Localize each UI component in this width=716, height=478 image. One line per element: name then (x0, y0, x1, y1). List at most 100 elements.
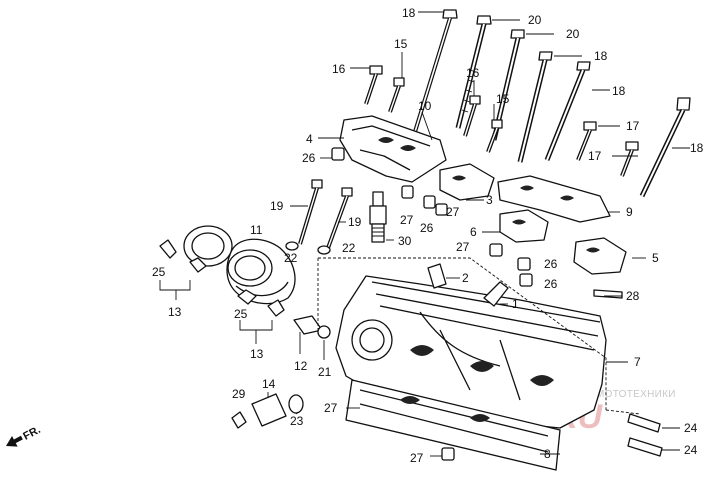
callout-20-b: 20 (566, 27, 580, 41)
callout-23: 23 (290, 414, 304, 428)
callout-28: 28 (626, 289, 640, 303)
camshaft-holders (339, 115, 627, 275)
bolt-29 (231, 411, 247, 429)
bolt-20-b-head (510, 29, 525, 39)
dowel-26-b (423, 195, 436, 209)
intake-insulator-11 (226, 238, 296, 305)
bolt-16-b-head (469, 95, 481, 105)
callout-8: 8 (544, 447, 551, 461)
small-parts (231, 289, 663, 457)
callout-14: 14 (262, 377, 276, 391)
callout-25-a: 25 (152, 265, 166, 279)
camshaft-holder-6 (499, 209, 549, 243)
callout-30: 30 (398, 234, 412, 248)
spark-plug-terminal (372, 191, 384, 207)
callout-17-a: 17 (626, 119, 640, 133)
bolt-18-head (442, 9, 458, 19)
front-direction-label: FR. (21, 424, 42, 443)
callout-27-e: 27 (410, 451, 424, 465)
callout-26-a: 26 (302, 151, 316, 165)
bolt-18-b-head (538, 51, 553, 61)
intake-insulator (159, 225, 296, 317)
callout-26-b: 26 (420, 221, 434, 235)
joint-14 (251, 393, 287, 427)
callout-22-a: 22 (342, 241, 356, 255)
camshaft-holder-4 (339, 115, 447, 183)
callout-20-a: 20 (528, 13, 542, 27)
intake-port (351, 319, 393, 361)
head-gasket (345, 379, 561, 471)
bolt-18-d-head (676, 97, 691, 111)
dowel-27-a (401, 185, 414, 199)
callout-18-c: 18 (612, 84, 626, 98)
callout-16-b: 16 (466, 66, 480, 80)
clamp-screw-25-b (267, 299, 285, 317)
assembly-dashed-lines (317, 257, 641, 415)
spark-plug-thread (371, 223, 385, 243)
bolt-17-b-head (625, 141, 639, 151)
seal-2 (427, 263, 447, 289)
callout-27-a: 27 (400, 213, 414, 227)
front-direction-marker: FR. (6, 424, 43, 447)
callout-4: 4 (306, 132, 313, 146)
bolt-20-a-head (476, 15, 492, 25)
callout-3: 3 (486, 193, 493, 207)
callout-24-a: 24 (684, 421, 698, 435)
callout-labels: 18 20 20 18 18 18 15 16 16 15 10 17 17 4… (152, 6, 704, 465)
callout-15-b: 15 (496, 92, 510, 106)
bolt-16-a-head (369, 65, 383, 75)
dowel-27-e (441, 447, 455, 461)
callout-18-d: 18 (690, 141, 704, 155)
callout-27-c: 27 (456, 240, 470, 254)
washer-21 (317, 325, 331, 339)
stud-19-a-head (311, 179, 323, 189)
callout-17-b: 17 (588, 149, 602, 163)
callout-19-a: 19 (270, 199, 284, 213)
callout-24-b: 24 (684, 443, 698, 457)
callout-16-a: 16 (332, 62, 346, 76)
callout-2: 2 (462, 271, 469, 285)
callout-21: 21 (318, 365, 332, 379)
callout-7: 7 (634, 355, 641, 369)
bolt-15-b-head (491, 119, 503, 129)
callout-13-a: 13 (168, 305, 182, 319)
callout-22-b: 22 (284, 251, 298, 265)
callout-18-a: 18 (402, 6, 416, 20)
valve-guide-1 (483, 281, 509, 307)
callout-18-b: 18 (594, 49, 608, 63)
camshaft-holder-3 (439, 163, 495, 201)
callout-29: 29 (232, 387, 246, 401)
front-arrow-icon (6, 435, 23, 447)
stud-19-b-head (341, 187, 353, 197)
bolt-15-a-head (393, 77, 405, 87)
bolt-17-a-head (583, 121, 597, 131)
callout-10: 10 (418, 99, 432, 113)
callout-6: 6 (470, 225, 477, 239)
callout-25-b: 25 (234, 307, 248, 321)
callout-1: 1 (512, 297, 519, 311)
callout-27-b: 27 (446, 205, 460, 219)
leader-lines (159, 11, 690, 457)
spark-plug-insulator (369, 205, 387, 225)
dowel-26-a (331, 147, 345, 161)
callout-27-d: 27 (324, 401, 338, 415)
callout-19-b: 19 (348, 215, 362, 229)
cylinder-head-body (335, 275, 607, 429)
clamp-band-25-a (183, 225, 233, 267)
long-bolts (408, 9, 691, 198)
callout-11: 11 (250, 223, 263, 237)
callout-13-b: 13 (250, 347, 264, 361)
stud-24-a (627, 413, 661, 433)
o-ring-23 (288, 394, 304, 414)
cylinder-head (335, 263, 607, 429)
camshaft-holder-5 (573, 237, 627, 275)
bolt-18-c-head (576, 61, 591, 71)
callout-15-a: 15 (394, 37, 408, 51)
callout-26-d: 26 (544, 277, 558, 291)
callout-5: 5 (652, 251, 659, 265)
washer-22-b (317, 245, 331, 255)
dowel-27-b (435, 203, 448, 216)
spark-plug-and-studs (285, 179, 387, 255)
callout-9: 9 (626, 205, 633, 219)
